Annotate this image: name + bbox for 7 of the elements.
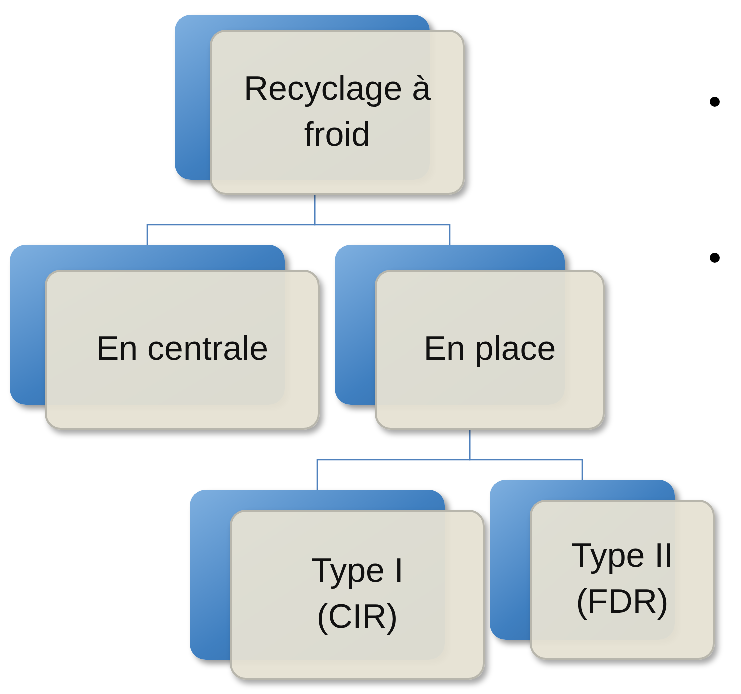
connector-line bbox=[469, 430, 584, 480]
box-label: Type I (CIR) bbox=[310, 551, 405, 638]
box-label: Recyclage à froid bbox=[242, 68, 432, 156]
connector-line bbox=[314, 195, 451, 245]
box-label: Type II (FDR) bbox=[570, 536, 675, 623]
box-label: En place bbox=[424, 329, 556, 370]
box-label: En centrale bbox=[96, 329, 268, 370]
